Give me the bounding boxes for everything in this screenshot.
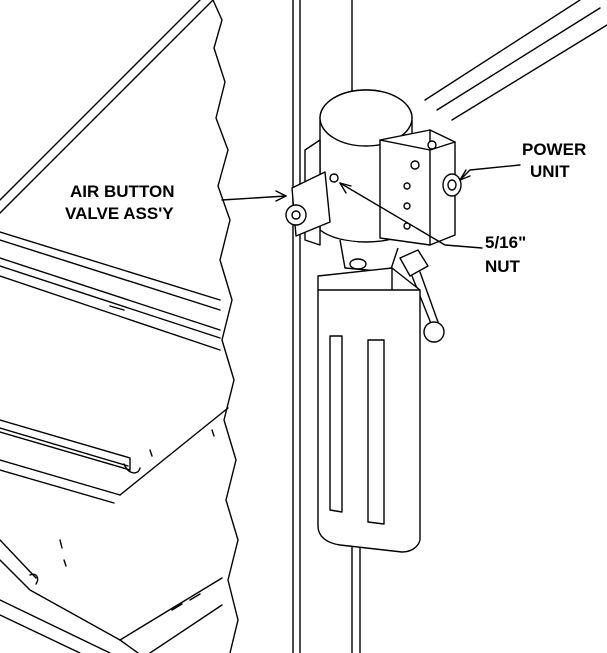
nut-label-line2: NUT xyxy=(485,257,521,276)
runway-structure xyxy=(0,0,229,653)
air-button-arrowhead xyxy=(275,190,287,202)
lift-column xyxy=(292,0,607,653)
leader-lines xyxy=(221,164,521,249)
air-button-label-line1: AIR BUTTON xyxy=(70,182,175,201)
nut-label-line1: 5/16" xyxy=(485,233,526,252)
break-line xyxy=(212,0,239,653)
callout-labels: AIR BUTTON VALVE ASS'Y POWER UNIT 5/16" … xyxy=(65,140,586,276)
nut-leader xyxy=(339,182,483,249)
power-unit-label-line1: POWER xyxy=(522,140,586,159)
power-unit-label-line2: UNIT xyxy=(530,162,570,181)
air-button-leader xyxy=(221,195,287,201)
air-button-label-line2: VALVE ASS'Y xyxy=(65,204,174,223)
nut-arrowhead xyxy=(339,182,352,194)
power-unit-arrowhead xyxy=(459,169,471,181)
power-unit-leader xyxy=(459,164,521,181)
power-unit xyxy=(285,89,462,553)
